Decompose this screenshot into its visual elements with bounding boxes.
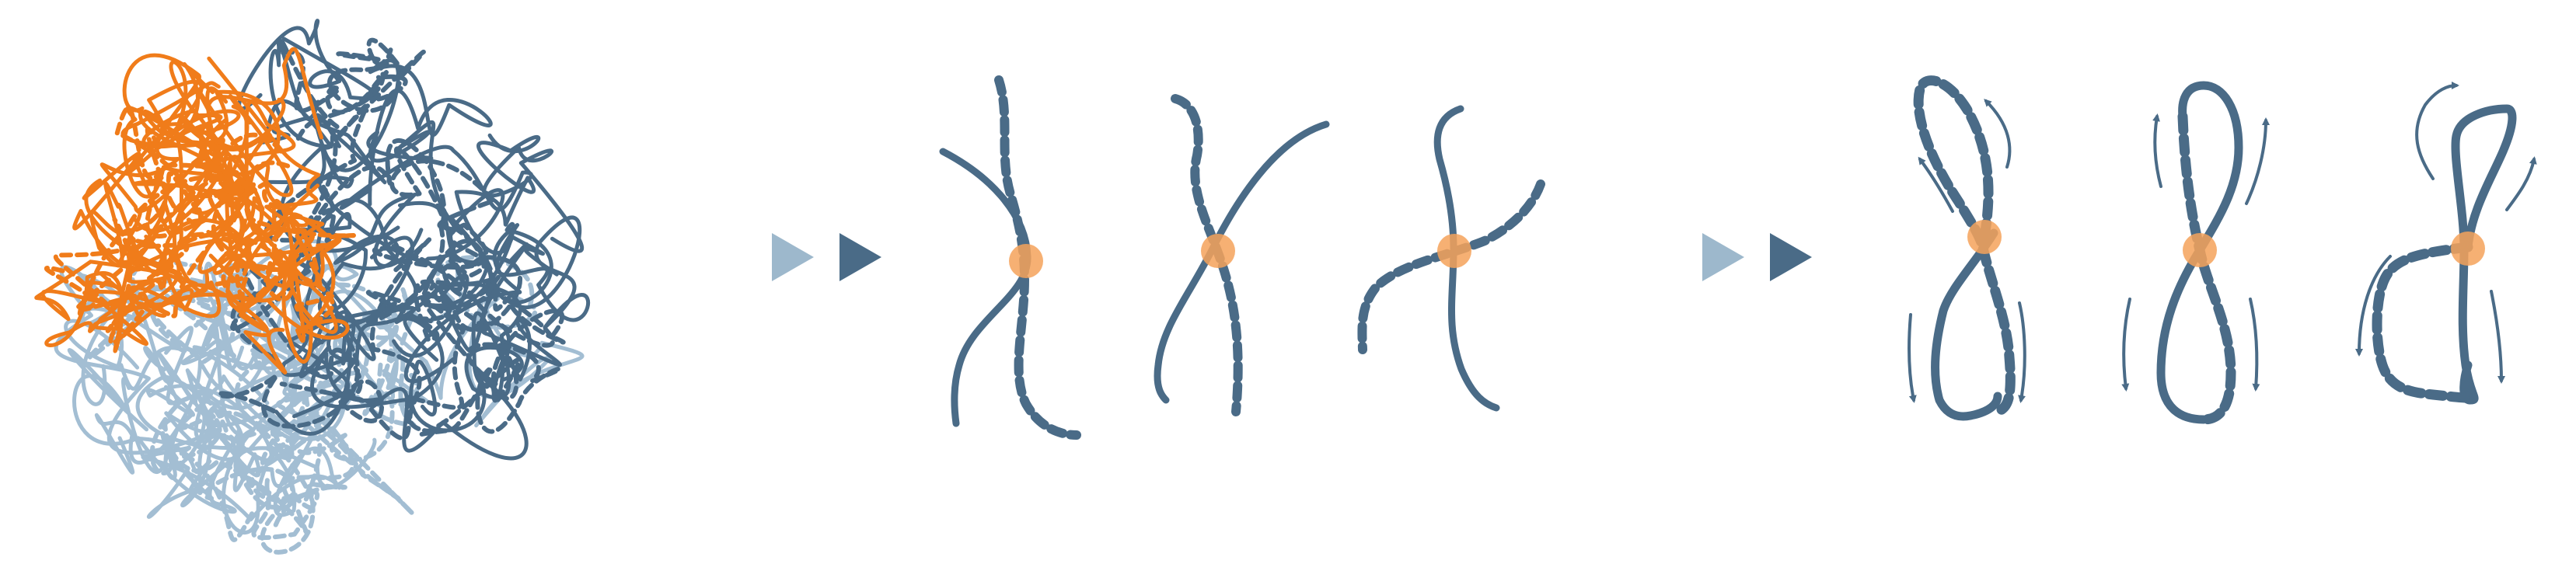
orange-strand <box>211 182 356 302</box>
dashed-strand <box>1913 75 2016 417</box>
dashed-strand <box>994 75 1081 440</box>
solid-strand <box>1154 120 1330 404</box>
orange-strand <box>120 81 250 200</box>
dark-triangle-icon <box>839 233 881 281</box>
direction-arrow <box>2018 301 2026 403</box>
direction-arrow <box>1908 313 1917 403</box>
solid-strand <box>939 148 1031 427</box>
orange-strand <box>72 151 182 277</box>
direction-arrow <box>2245 117 2270 205</box>
solid-strand <box>2451 104 2517 405</box>
dark-strand <box>368 255 523 440</box>
crossing-2 <box>1154 94 1330 416</box>
dashed-strand <box>1357 179 1545 354</box>
dashed-strand <box>2372 242 2473 403</box>
dashed-strand <box>1171 94 1243 416</box>
dark-strand <box>217 117 361 429</box>
orange-strand <box>34 253 257 322</box>
solid-strand <box>2156 245 2208 424</box>
direction-arrow <box>1984 99 2012 169</box>
light-triangle-icon <box>772 233 814 281</box>
light-strand <box>143 326 276 410</box>
orange-strand <box>206 169 336 364</box>
dark-strand <box>302 138 501 342</box>
dark-strand <box>419 342 562 437</box>
loop-3 <box>2355 82 2537 405</box>
orange-strand <box>44 171 207 316</box>
dark-strand <box>392 200 553 358</box>
orange-strand <box>168 227 335 326</box>
transition-arrows-1 <box>772 233 881 281</box>
direction-arrow <box>2490 290 2505 384</box>
dark-triangle-icon <box>1770 233 1812 281</box>
direction-arrow <box>2152 113 2162 188</box>
crossing-dot <box>1437 234 1471 268</box>
direction-arrow <box>2415 82 2459 180</box>
solid-strand <box>2178 81 2243 255</box>
light-strand <box>67 293 261 514</box>
solid-strand <box>1931 228 2002 421</box>
light-triangle-icon <box>1702 233 1744 281</box>
direction-arrow <box>2249 298 2260 392</box>
direction-arrow <box>2355 255 2392 357</box>
dark-strand <box>324 351 529 461</box>
light-strand <box>149 389 347 555</box>
direction-arrow <box>2121 298 2131 392</box>
transition-arrows-2 <box>1702 233 1812 281</box>
crossing-dot <box>1201 234 1235 268</box>
light-strand <box>246 367 420 541</box>
crossing-dot <box>2451 232 2485 266</box>
orange-strand <box>154 57 273 151</box>
dark-strand <box>230 207 385 423</box>
loop-2 <box>2121 81 2270 425</box>
crossing-dot <box>1967 220 2002 254</box>
loop-1 <box>1908 75 2026 421</box>
dark-strand <box>276 36 408 129</box>
crossing-dot <box>2183 233 2217 267</box>
dark-strand <box>312 37 405 123</box>
crossing-dot <box>1009 244 1043 278</box>
light-strand <box>87 259 267 364</box>
direction-arrow <box>1918 156 1954 213</box>
crossing-3 <box>1357 105 1545 412</box>
direction-arrow <box>2505 156 2537 211</box>
crossing-1 <box>939 75 1081 440</box>
light-strand <box>128 289 429 465</box>
light-strand <box>227 239 500 400</box>
orange-strand <box>53 160 294 333</box>
dashed-strand <box>2177 111 2236 425</box>
dark-strand <box>454 133 559 277</box>
tangled-chromatin-ball <box>34 19 591 555</box>
